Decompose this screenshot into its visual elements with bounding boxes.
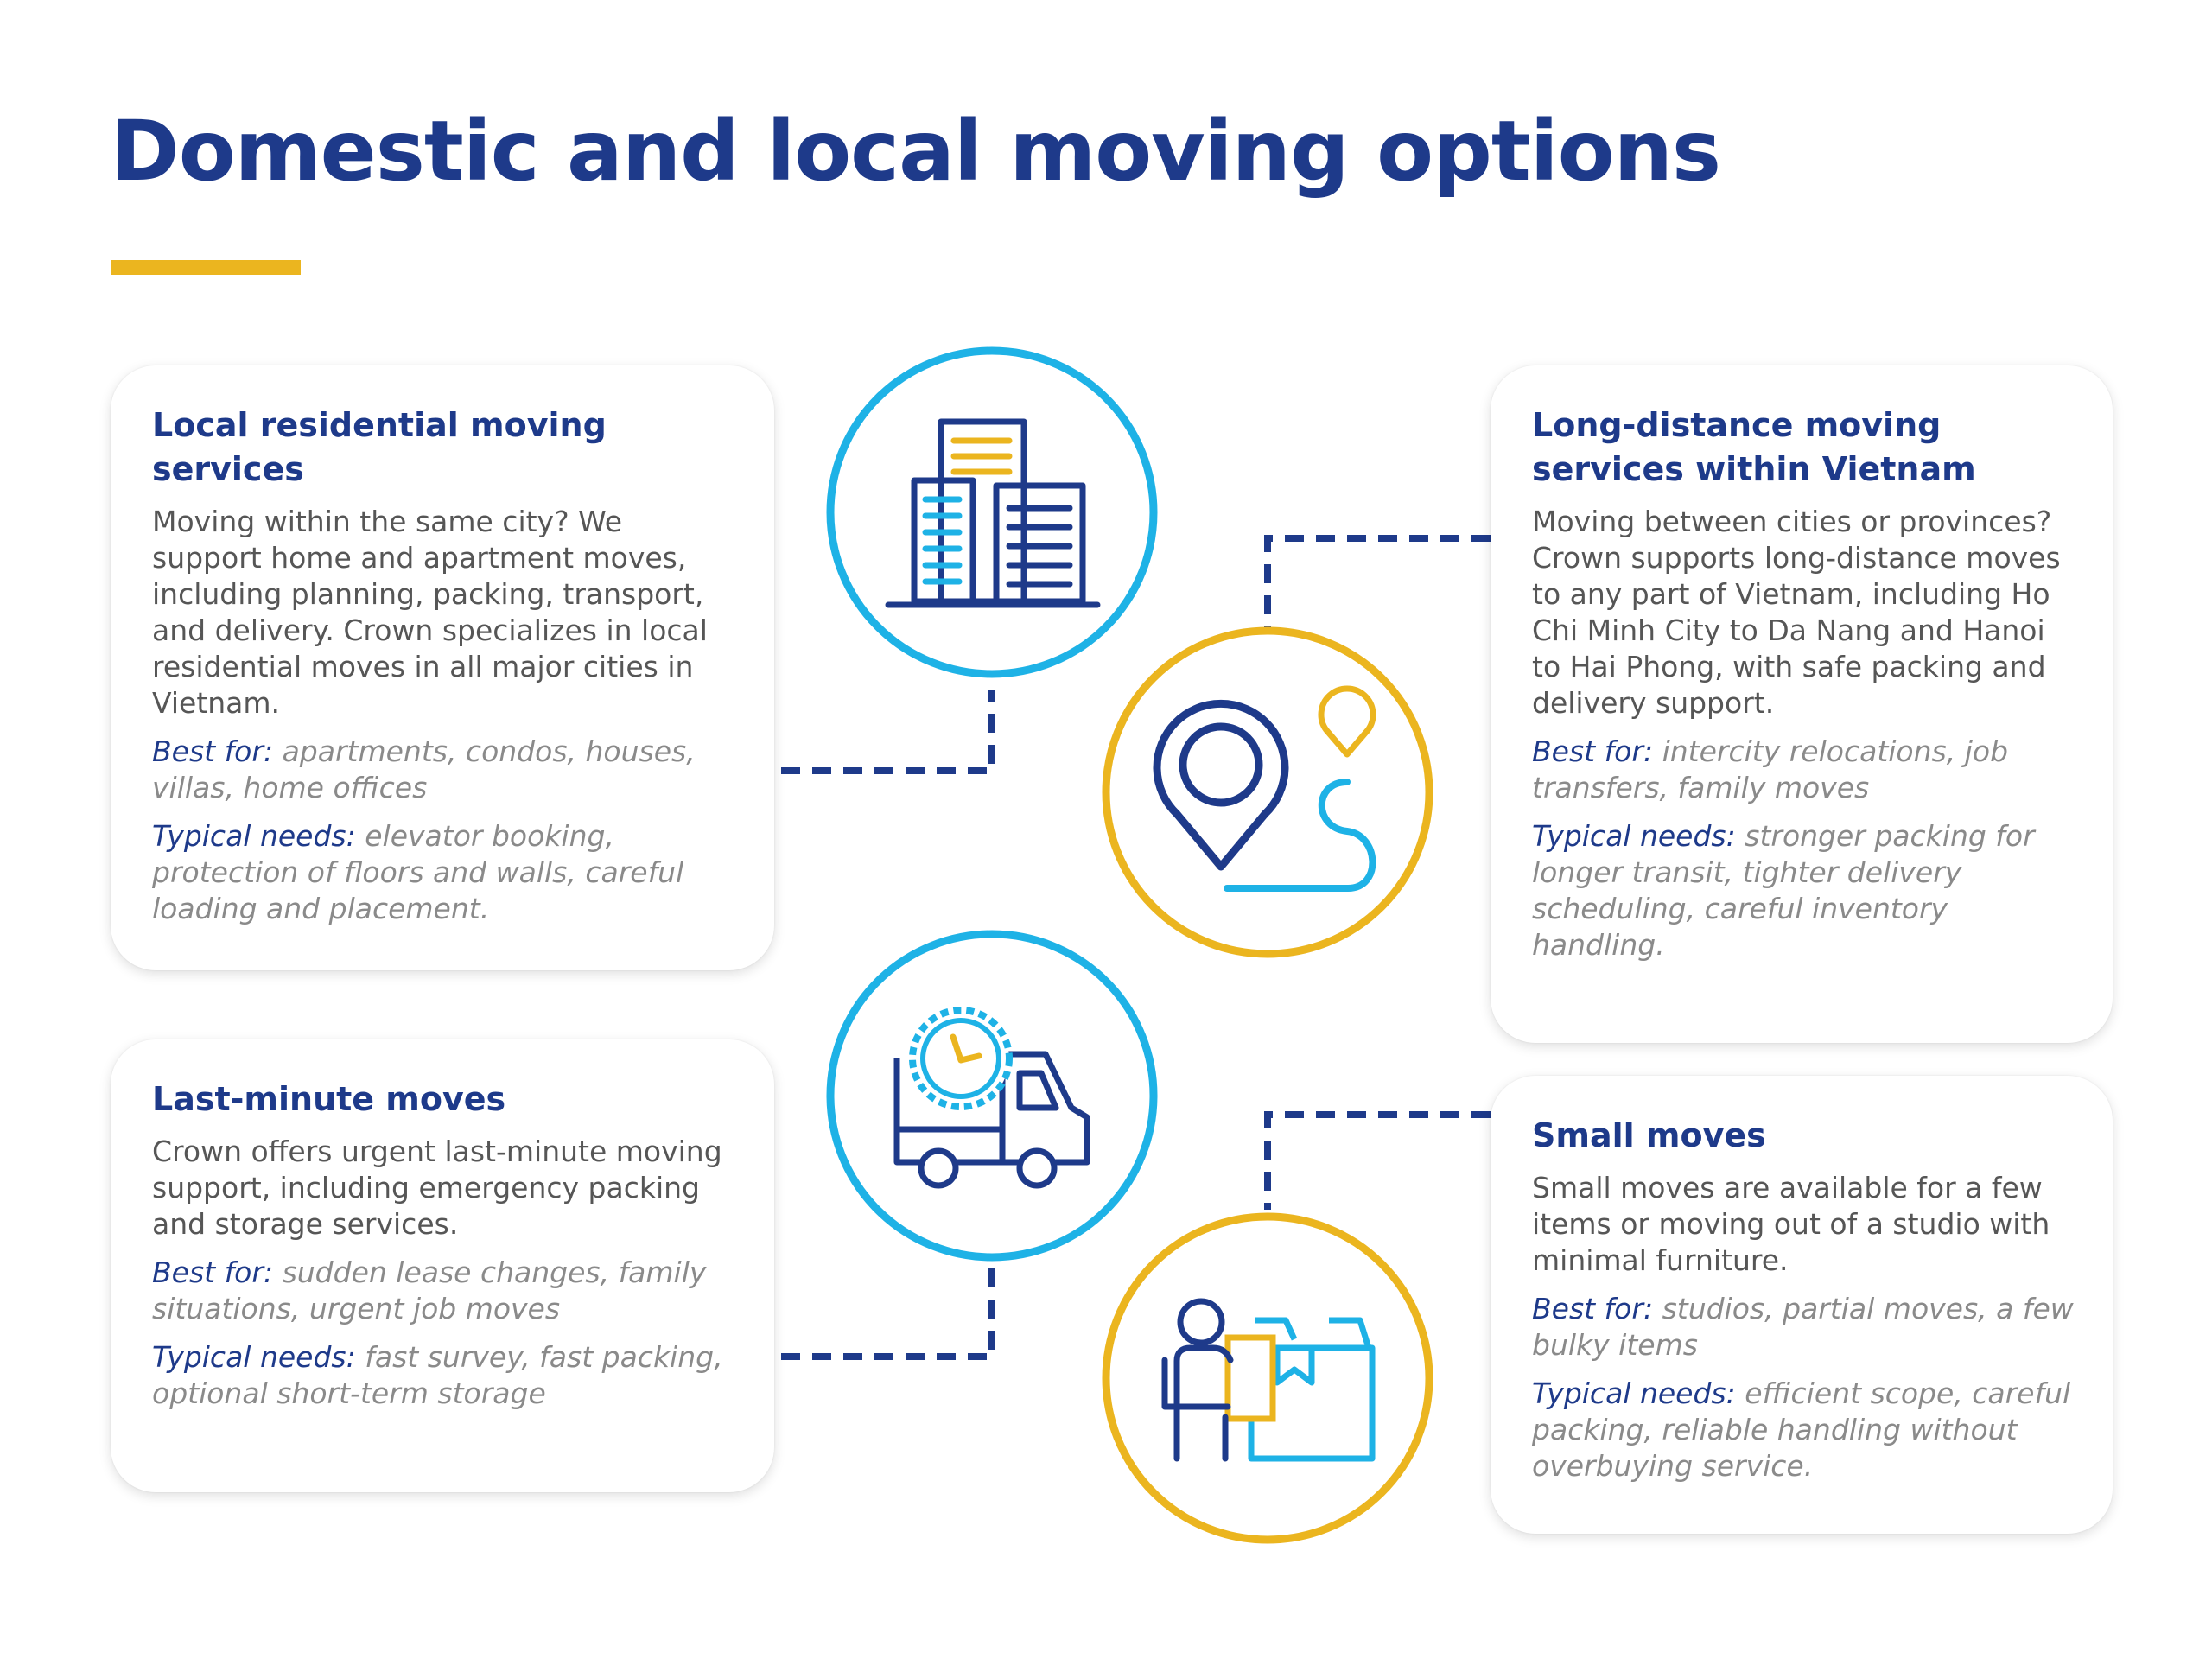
map-pin-route-circle <box>1102 626 1433 958</box>
best-for-label: Best for: <box>152 1255 274 1289</box>
card-small-moves: Small moves Small moves are available fo… <box>1491 1076 2113 1534</box>
typical-needs-value: fast survey, fast packing, optional shor… <box>152 1340 723 1410</box>
best-for-label: Best for: <box>152 734 274 768</box>
connector-small <box>1264 1111 1491 1210</box>
person-with-boxes-icon <box>1102 1212 1433 1544</box>
typical-needs-value: elevator booking, protection of floors a… <box>152 819 684 925</box>
typical-needs-label: Typical needs: <box>152 1340 356 1374</box>
card-title: Last-minute moves <box>152 1080 506 1118</box>
card-local-residential: Local residential moving services Moving… <box>111 365 774 970</box>
best-for-value: sudden lease changes, family situations,… <box>152 1255 707 1325</box>
map-pin-route-icon <box>1102 626 1433 958</box>
city-buildings-circle <box>826 346 1158 678</box>
card-title: Local residential moving services <box>152 406 607 488</box>
best-for-value: intercity relocations, job transfers, fa… <box>1532 734 2009 804</box>
card-best-for: Best for: sudden lease changes, family s… <box>152 1255 740 1327</box>
card-long-distance: Long-distance moving services within Vie… <box>1491 365 2113 1043</box>
typical-needs-label: Typical needs: <box>1532 1376 1736 1410</box>
card-best-for: Best for: intercity relocations, job tra… <box>1532 734 2078 806</box>
connector-local <box>781 690 995 774</box>
title-accent-bar <box>111 260 301 275</box>
card-typical-needs: Typical needs: stronger packing for long… <box>1532 818 2078 963</box>
card-best-for: Best for: studios, partial moves, a few … <box>1532 1291 2078 1363</box>
best-for-value: studios, partial moves, a few bulky item… <box>1532 1292 2074 1362</box>
card-title: Small moves <box>1532 1116 1766 1154</box>
typical-needs-value: efficient scope, careful packing, reliab… <box>1532 1376 2071 1483</box>
card-description: Crown offers urgent last-minute moving s… <box>152 1135 722 1241</box>
best-for-label: Best for: <box>1532 1292 1654 1325</box>
delivery-truck-clock-icon <box>826 930 1158 1262</box>
card-typical-needs: Typical needs: elevator booking, protect… <box>152 818 740 927</box>
card-best-for: Best for: apartments, condos, houses, vi… <box>152 734 740 806</box>
typical-needs-label: Typical needs: <box>1532 819 1736 853</box>
typical-needs-label: Typical needs: <box>152 819 356 853</box>
card-description: Moving within the same city? We support … <box>152 505 708 720</box>
best-for-value: apartments, condos, houses, villas, home… <box>152 734 696 804</box>
typical-needs-value: stronger packing for longer transit, tig… <box>1532 819 2035 962</box>
city-buildings-icon <box>826 346 1158 678</box>
page-title: Domestic and local moving options <box>111 103 1721 200</box>
connector-long-distance <box>1264 535 1491 631</box>
card-description: Moving between cities or provinces? Crow… <box>1532 505 2061 720</box>
card-title: Long-distance moving services within Vie… <box>1532 406 1976 488</box>
best-for-label: Best for: <box>1532 734 1654 768</box>
card-typical-needs: Typical needs: fast survey, fast packing… <box>152 1339 740 1412</box>
card-last-minute: Last-minute moves Crown offers urgent la… <box>111 1039 774 1492</box>
card-typical-needs: Typical needs: efficient scope, careful … <box>1532 1376 2078 1484</box>
connector-last-minute <box>781 1262 995 1360</box>
card-description: Small moves are available for a few item… <box>1532 1171 2050 1277</box>
